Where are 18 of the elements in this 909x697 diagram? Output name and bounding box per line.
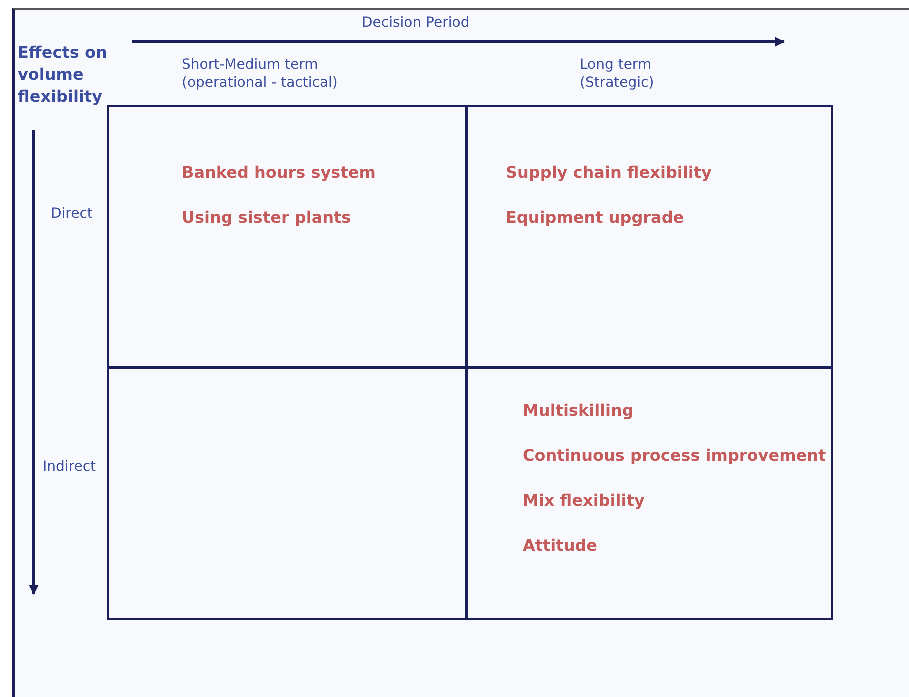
row-heading: Direct xyxy=(51,205,94,223)
factor-text: Using sister plants xyxy=(182,208,352,227)
axis-title: Effects on volume flexibility xyxy=(18,42,108,108)
matrix-cell xyxy=(466,105,833,368)
row-heading: Indirect xyxy=(43,458,98,476)
matrix-cell xyxy=(466,367,833,620)
matrix-cell xyxy=(107,105,467,368)
matrix-cell xyxy=(107,367,467,620)
factor-text: Banked hours system xyxy=(182,163,376,182)
factor-text: Continuous process improvement xyxy=(523,446,826,465)
column-heading: Long term (Strategic) xyxy=(580,56,656,92)
factor-text: Attitude xyxy=(523,536,598,555)
factor-text: Equipment upgrade xyxy=(506,208,684,227)
column-heading: Short-Medium term (operational - tactical) xyxy=(182,56,339,92)
axis-title: Decision Period xyxy=(362,14,471,32)
factor-text: Supply chain flexibility xyxy=(506,163,712,182)
factor-text: Multiskilling xyxy=(523,401,634,420)
factor-text: Mix flexibility xyxy=(523,491,645,510)
